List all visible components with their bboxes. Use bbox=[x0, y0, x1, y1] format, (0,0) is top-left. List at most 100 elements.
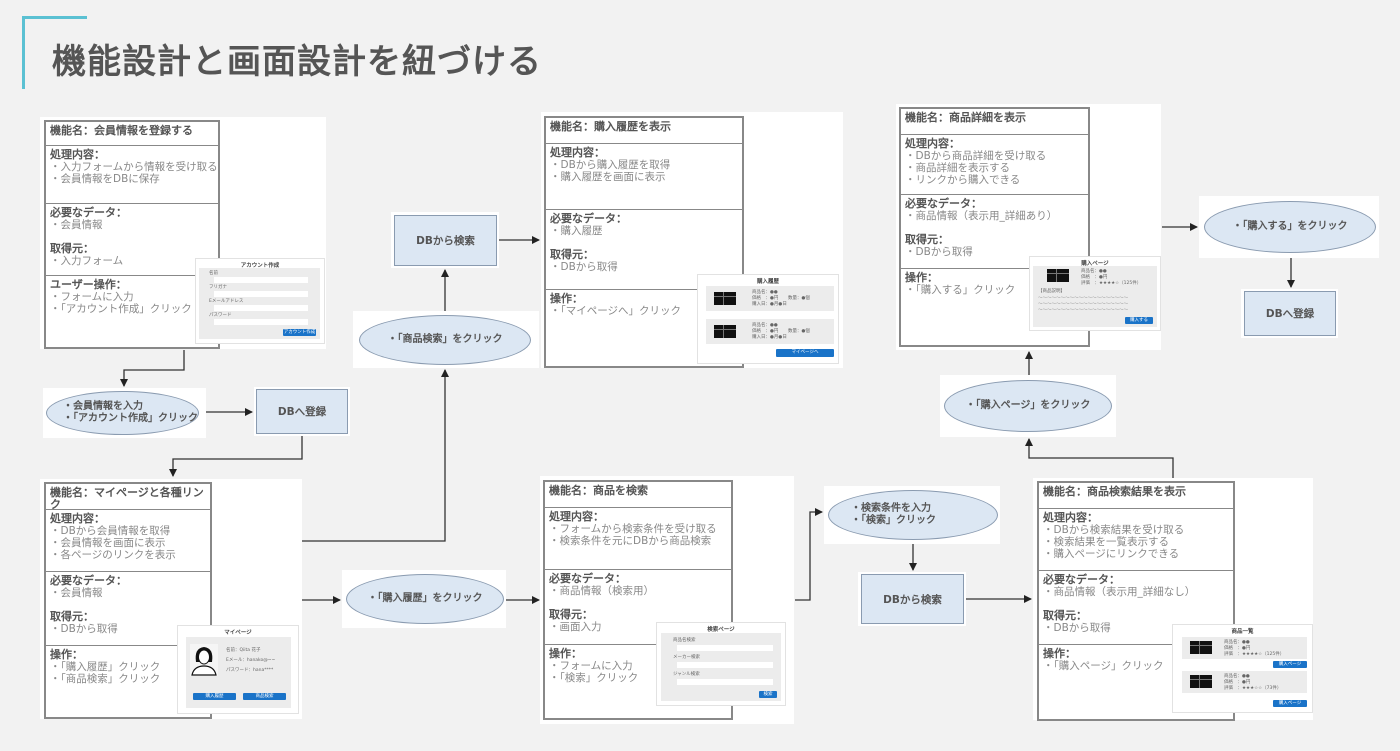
processing-item: ・DBから商品詳細を受け取る bbox=[905, 150, 1047, 162]
source-item: ・DBから取得 bbox=[905, 246, 973, 258]
ellipse-bg: ・「商品検索」をクリック bbox=[353, 311, 539, 368]
field-label: メーカー検索 bbox=[673, 655, 700, 660]
mock-purchase-history: 購入履歴 商品名：●● 価格 ：●円 数量：●個 購入日：●月●日 商品名：●●… bbox=[697, 274, 839, 364]
product-rating: 評価 ：★★★★☆（125件） bbox=[1081, 281, 1142, 286]
gift-box-icon bbox=[1190, 675, 1212, 688]
flow-step-purchase-page-click: ・「購入ページ」をクリック bbox=[944, 380, 1112, 432]
purchase-page-button[interactable]: 購入ページ bbox=[1273, 661, 1307, 668]
flow-step-text: ・「商品検索」をクリック bbox=[387, 334, 503, 345]
spec-name: 機能名：商品詳細を表示 bbox=[905, 111, 1026, 124]
ops-item: ・「商品検索」クリック bbox=[50, 673, 161, 685]
flow-step-text: ・「検索」クリック bbox=[851, 515, 936, 526]
data-heading: 必要なデータ： bbox=[550, 212, 627, 225]
mock-product-list: 商品一覧 商品名：●● 価格 ：●円 評価 ：★★★★☆（125件） 購入ページ… bbox=[1172, 624, 1313, 713]
processing-heading: 処理内容： bbox=[905, 137, 960, 150]
item-date: 購入日：●月●日 bbox=[752, 335, 787, 340]
furigana-input[interactable] bbox=[214, 291, 308, 297]
buy-button[interactable]: 購入する bbox=[1125, 317, 1153, 324]
genre-search-input[interactable] bbox=[677, 679, 773, 685]
flow-step-buy-click: ・「購入する」をクリック bbox=[1204, 201, 1376, 253]
product-search-button[interactable]: 商品検索 bbox=[243, 693, 286, 700]
mock-title: 検索ページ bbox=[707, 627, 735, 633]
name-input[interactable] bbox=[214, 277, 308, 283]
gift-box-icon bbox=[714, 325, 736, 338]
source-heading: 取得元： bbox=[550, 248, 594, 261]
to-mypage-button[interactable]: マイページへ bbox=[776, 349, 834, 357]
connector-results-to-purchase-click bbox=[1025, 438, 1174, 478]
member-name: 名前：Qiita 花子 bbox=[226, 648, 261, 653]
flow-step-text: ・検索条件を入力 bbox=[851, 503, 931, 514]
spec-name: 機能名：商品を検索 bbox=[549, 484, 648, 497]
source-item: ・DBから取得 bbox=[1043, 622, 1111, 634]
data-heading: 必要なデータ： bbox=[50, 206, 127, 219]
field-label: パスワード bbox=[209, 313, 232, 318]
mock-account-create: アカウント作成 名前 フリガナ Eメールアドレス パスワード アカウント作成 bbox=[195, 258, 325, 344]
item-price: 価格 ：●円 bbox=[752, 329, 779, 334]
source-item: ・入力フォーム bbox=[50, 255, 124, 267]
product-list-item: 商品名：●● 価格 ：●円 評価 ：★★★★☆（125件） bbox=[1182, 637, 1307, 659]
product-name-search-input[interactable] bbox=[677, 645, 773, 651]
mock-title: 購入ページ bbox=[1081, 261, 1109, 267]
connector-db-to-mypage bbox=[169, 436, 303, 477]
product-price: 価格 ：●円 bbox=[1081, 275, 1108, 280]
processing-item: ・DBから会員情報を取得 bbox=[50, 525, 171, 537]
ellipse-bg: ・「購入履歴」をクリック bbox=[342, 570, 506, 628]
ops-heading: 操作： bbox=[549, 647, 582, 660]
process-db-buy-register: DBへ登録 bbox=[1244, 291, 1336, 336]
mock-title: アカウント作成 bbox=[240, 263, 280, 269]
ellipse-bg: ・「購入する」をクリック bbox=[1199, 196, 1379, 258]
flow-step-text: ・「購入する」をクリック bbox=[1232, 221, 1348, 232]
processing-item: ・DBから検索結果を受け取る bbox=[1043, 524, 1185, 536]
history-item: 商品名：●● 価格 ：●円 数量：●個 購入日：●月●日 bbox=[706, 319, 834, 344]
source-item: ・DBから取得 bbox=[50, 623, 118, 635]
data-item: ・会員情報 bbox=[50, 587, 103, 599]
field-label: 商品名検索 bbox=[673, 638, 696, 643]
member-password: パスワード：hana**** bbox=[226, 668, 274, 673]
spec-search-results: 機能名：商品検索結果を表示 処理内容： ・DBから検索結果を受け取る ・検索結果… bbox=[1037, 481, 1235, 721]
ops-heading: 操作： bbox=[1043, 647, 1076, 660]
product-name: 商品名：●● bbox=[1081, 269, 1107, 274]
avatar-icon bbox=[190, 644, 218, 676]
mock-purchase-page: 購入ページ 商品名：●● 価格 ：●円 評価 ：★★★★☆（125件） 【商品説… bbox=[1029, 256, 1161, 331]
purchase-history-button[interactable]: 購入履歴 bbox=[193, 693, 236, 700]
source-heading: 取得元： bbox=[50, 610, 94, 623]
processing-item: ・各ページのリンクを表示 bbox=[50, 549, 176, 561]
process-db-search-2: DBから検索 bbox=[861, 574, 964, 624]
process-db-search-1: DBから検索 bbox=[394, 215, 497, 266]
data-heading: 必要なデータ： bbox=[549, 572, 626, 585]
processing-item: ・会員情報をDBに保存 bbox=[50, 173, 160, 185]
ops-item: ・「購入ページ」クリック bbox=[1043, 660, 1164, 672]
spec-register: 機能名：会員情報を登録する 処理内容： ・入力フォームから情報を受け取る ・会員… bbox=[44, 120, 220, 349]
email-input[interactable] bbox=[214, 305, 308, 311]
account-create-button[interactable]: アカウント作成 bbox=[283, 329, 316, 336]
flow-step-register-input: ・会員情報を入力 ・「アカウント作成」クリック bbox=[46, 391, 199, 435]
password-input[interactable] bbox=[214, 319, 308, 325]
ops-item: ・フォームに入力 bbox=[549, 660, 633, 672]
ops-heading: 操作： bbox=[550, 292, 583, 305]
description-line: 〜〜〜〜〜〜〜〜〜〜〜〜〜〜〜〜〜〜〜〜 bbox=[1038, 308, 1128, 313]
spec-name: 機能名：マイページと各種リンク bbox=[50, 486, 204, 511]
data-heading: 必要なデータ： bbox=[905, 197, 982, 210]
mock-title: マイページ bbox=[224, 630, 252, 636]
item-qty: 数量：●個 bbox=[788, 296, 810, 301]
field-label: Eメールアドレス bbox=[209, 299, 244, 304]
mock-title: 購入履歴 bbox=[756, 279, 779, 285]
ops-item: ・「購入履歴」クリック bbox=[50, 661, 161, 673]
processing-item: ・購入ページにリンクできる bbox=[1043, 548, 1180, 560]
spec-name: 機能名：商品検索結果を表示 bbox=[1043, 485, 1186, 498]
data-heading: 必要なデータ： bbox=[1043, 573, 1120, 586]
item-price: 価格 ：●円 bbox=[752, 296, 779, 301]
field-label: ジャンル検索 bbox=[673, 672, 700, 677]
processing-heading: 処理内容： bbox=[549, 510, 604, 523]
connector-register-to-input bbox=[120, 350, 185, 387]
purchase-page-button[interactable]: 購入ページ bbox=[1273, 700, 1307, 707]
source-item: ・画面入力 bbox=[549, 621, 602, 633]
description-label: 【商品説明】 bbox=[1038, 289, 1065, 294]
item-name: 商品名：●● bbox=[752, 323, 778, 328]
ellipse-bg: ・検索条件を入力 ・「検索」クリック bbox=[824, 486, 1000, 544]
search-button[interactable]: 検索 bbox=[759, 691, 777, 698]
data-item: ・商品情報（検索用） bbox=[549, 585, 654, 597]
source-heading: 取得元： bbox=[1043, 609, 1087, 622]
maker-search-input[interactable] bbox=[677, 662, 773, 668]
processing-item: ・会員情報を画面に表示 bbox=[50, 537, 166, 549]
